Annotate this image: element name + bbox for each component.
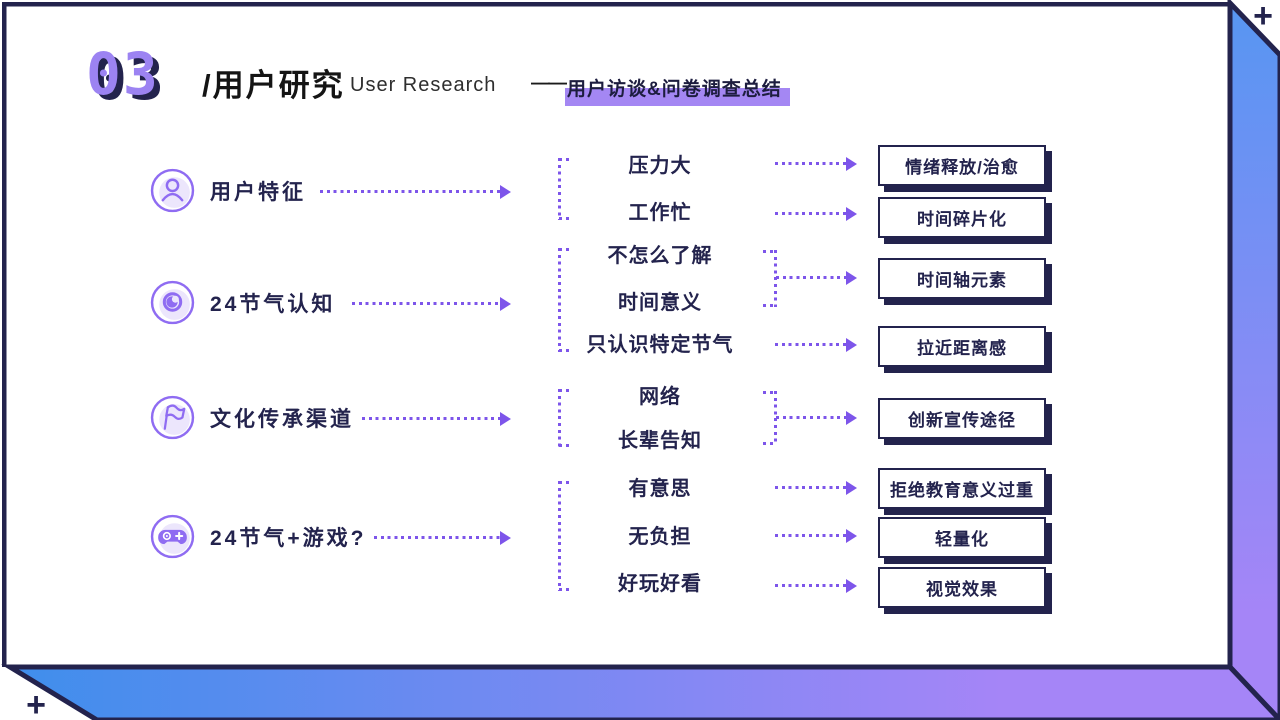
category-row-solar-terms-game: 24节气+游戏?: [150, 514, 366, 559]
dotted-arrow-finding-1: [775, 156, 857, 171]
dotted-arrow-finding-9: [775, 528, 857, 543]
user-icon: [150, 168, 195, 213]
dotted-arrow-finding-2: [775, 206, 857, 221]
slide-note: —— 用户访谈&问卷调查总结: [531, 73, 790, 106]
insight-box: 创新宣传途径: [878, 398, 1046, 439]
dotted-arrow-merged-promotion: [776, 410, 857, 425]
finding-item: 有意思: [628, 478, 692, 500]
finding-item: 无负担: [628, 526, 692, 548]
insight-box: 时间碎片化: [878, 197, 1046, 238]
finding-item: 长辈告知: [618, 430, 702, 452]
dotted-arrow-merged-timeline: [776, 270, 857, 285]
finding-item: 好玩好看: [618, 573, 702, 595]
finding-item: 时间意义: [618, 292, 702, 314]
section-number: 03: [86, 40, 160, 108]
insight-box: 拒绝教育意义过重: [878, 468, 1046, 509]
insight-box: 时间轴元素: [878, 258, 1046, 299]
frame-bottom-band: [1, 664, 1280, 720]
plus-mark-top-right: +: [1253, 0, 1273, 35]
dotted-arrow-category-2: [352, 296, 511, 311]
category-label: 文化传承渠道: [210, 407, 354, 431]
note-highlight: 用户访谈&问卷调查总结: [565, 73, 790, 106]
insight-box: 情绪释放/治愈: [878, 145, 1046, 186]
bracket-group-2: [558, 248, 572, 352]
eye-icon: [150, 280, 195, 325]
merge-bracket-group-3: [763, 391, 777, 445]
category-row-culture-channels: 文化传承渠道: [150, 395, 354, 440]
plus-mark-bottom-left: +: [26, 686, 46, 720]
finding-item: 压力大: [628, 155, 692, 177]
note-dash: ——: [531, 73, 567, 94]
flag-icon: [150, 395, 195, 440]
dotted-arrow-category-1: [320, 184, 511, 199]
category-label: 24节气认知: [210, 292, 336, 316]
category-row-solar-terms-awareness: 24节气认知: [150, 280, 335, 325]
merge-bracket-group-2: [763, 250, 777, 307]
gamepad-icon: [150, 514, 195, 559]
category-label: 用户特征: [210, 180, 306, 204]
category-row-user-traits: 用户特征: [150, 168, 306, 213]
dotted-arrow-category-4: [374, 530, 511, 545]
finding-item: 网络: [639, 386, 681, 408]
insight-box: 拉近距离感: [878, 326, 1046, 367]
dotted-arrow-category-3: [362, 411, 511, 426]
category-label: 24节气+游戏?: [210, 526, 367, 550]
dotted-arrow-finding-10: [775, 578, 857, 593]
finding-item: 不怎么了解: [607, 245, 713, 267]
bracket-group-1: [558, 158, 572, 220]
dotted-arrow-finding-5: [775, 337, 857, 352]
slide-subtitle: User Research: [350, 74, 497, 96]
bracket-group-3: [558, 389, 572, 447]
finding-item: 只认识特定节气: [586, 334, 734, 356]
insight-box: 轻量化: [878, 517, 1046, 558]
frame-top-line: [2, 2, 1232, 7]
insight-box: 视觉效果: [878, 567, 1046, 608]
slide-title: /用户研究: [202, 68, 345, 103]
frame-left-line: [2, 2, 7, 667]
bracket-group-4: [558, 481, 572, 591]
dotted-arrow-finding-8: [775, 480, 857, 495]
frame-right-band: [1227, 0, 1280, 720]
finding-item: 工作忙: [628, 202, 692, 224]
